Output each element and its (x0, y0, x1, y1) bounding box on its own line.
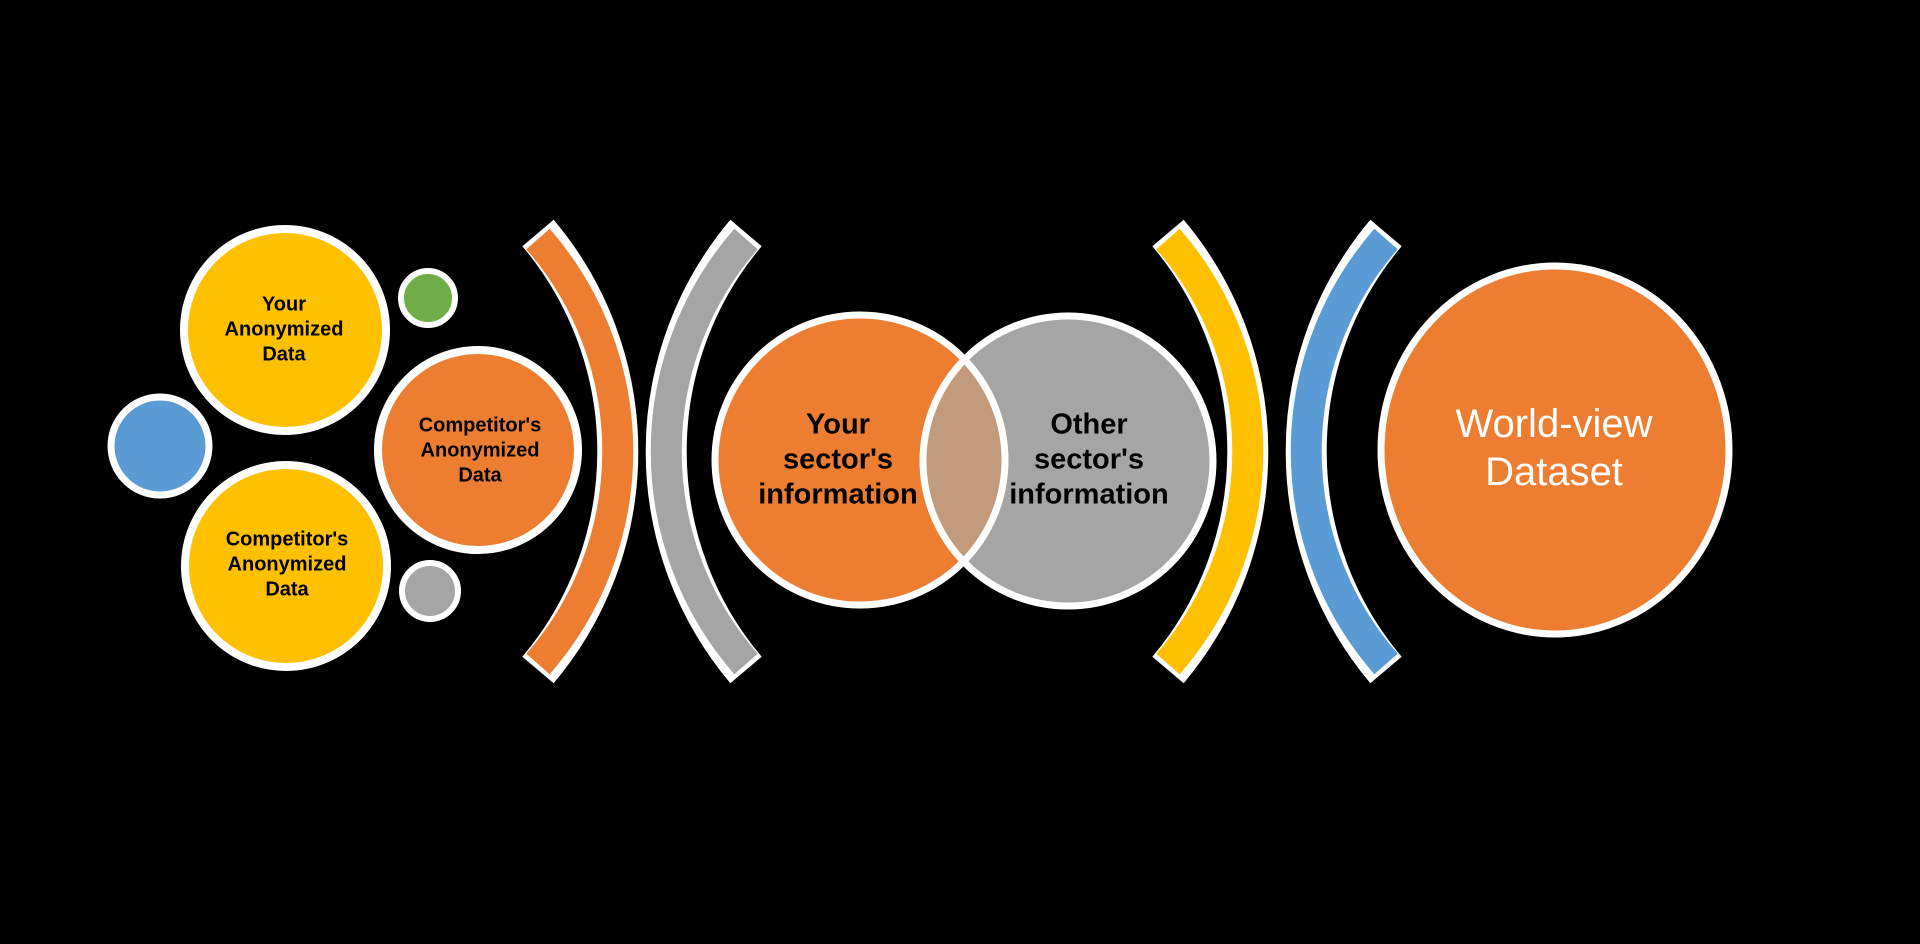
arc-orange (526, 228, 634, 675)
bubble-green-dot (398, 268, 458, 328)
bubble-competitor-anonymized-orange (374, 346, 582, 554)
venn-other-sector-outline (919, 312, 1217, 610)
venn-your-sector-fill (715, 315, 1005, 605)
bubble-world-view-dataset (1377, 262, 1733, 638)
arc-gray (650, 228, 758, 675)
venn-other-sector-fill (923, 316, 1213, 606)
arc-gold (1156, 228, 1264, 675)
bubble-your-anonymized-data (180, 225, 390, 435)
arc-blue (1290, 228, 1398, 675)
bubble-blue-dot (107, 393, 213, 499)
venn-your-sector-outline (711, 311, 1009, 609)
bubble-competitor-anonymized-gold (181, 461, 391, 671)
bubble-gray-dot (399, 560, 461, 622)
